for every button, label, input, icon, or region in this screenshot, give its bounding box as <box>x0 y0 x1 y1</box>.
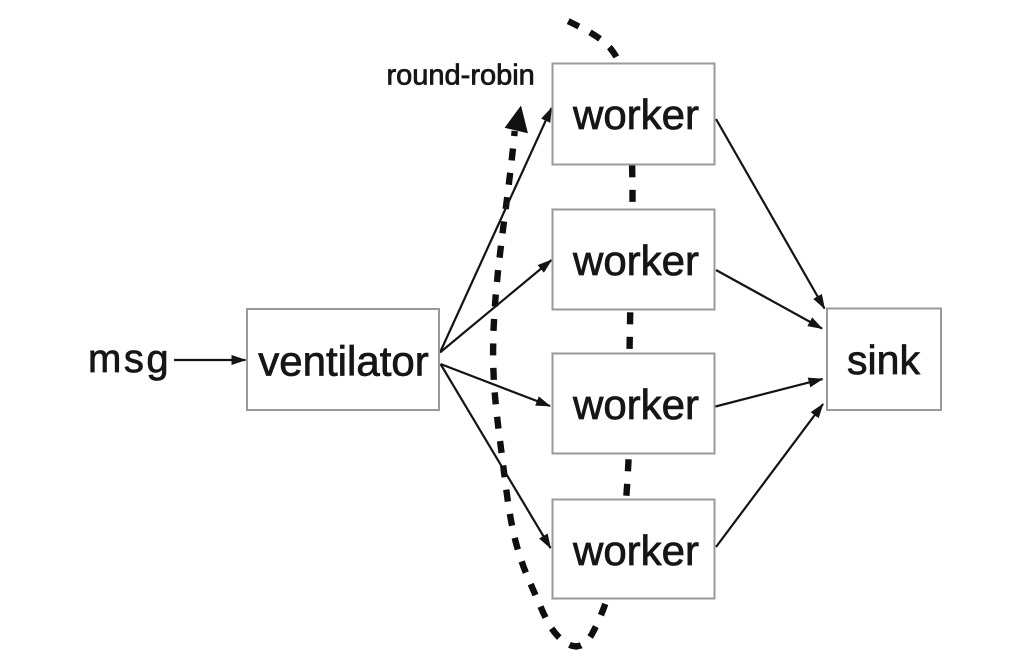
svg-text:msg: msg <box>88 337 171 381</box>
svg-text:sink: sink <box>847 337 920 383</box>
svg-text:worker: worker <box>572 237 699 284</box>
svg-text:worker: worker <box>572 527 699 574</box>
svg-text:round-robin: round-robin <box>387 60 535 92</box>
svg-text:worker: worker <box>572 91 699 138</box>
svg-text:worker: worker <box>572 381 699 428</box>
svg-text:ventilator: ventilator <box>258 338 428 385</box>
